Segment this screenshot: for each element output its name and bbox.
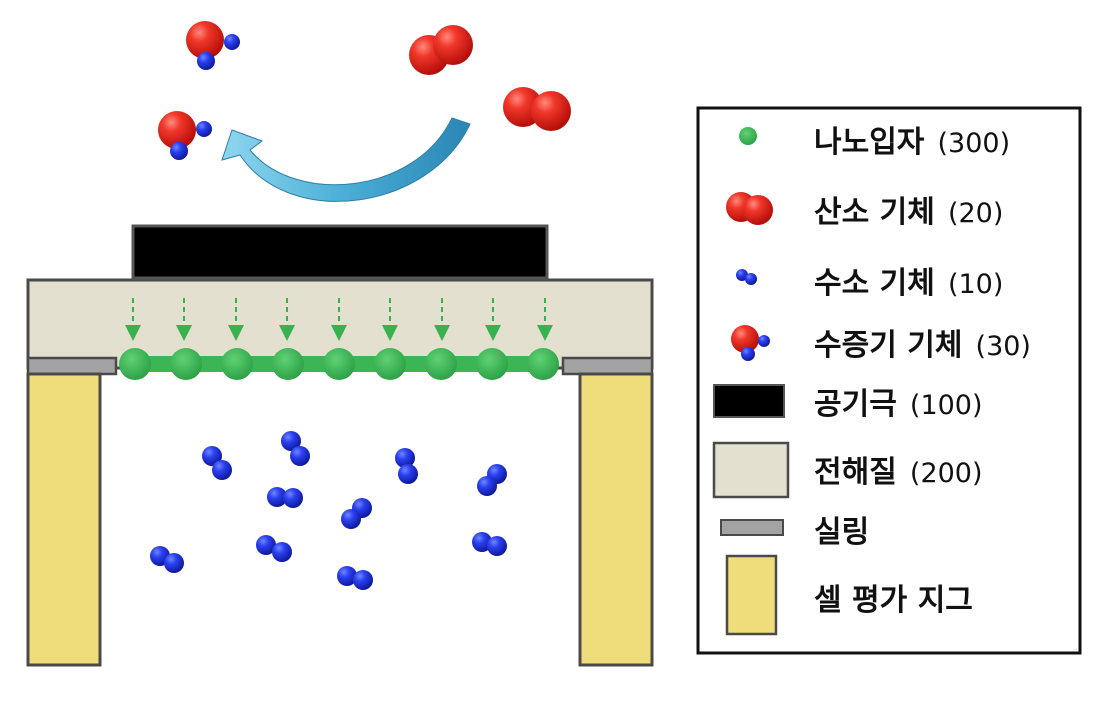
- hydrogen-molecule: [395, 448, 418, 484]
- legend-cell-jig-icon: [725, 554, 778, 636]
- legend-label-water-vapor: 수증기 기체: [814, 328, 962, 363]
- nanoparticle: [425, 348, 457, 380]
- water-vapor-molecule: [158, 111, 212, 160]
- nanoparticle: [272, 348, 304, 380]
- air-electrode: [131, 224, 549, 280]
- reaction-arrow: [221, 117, 471, 202]
- legend-code-oxygen: (20): [948, 198, 1003, 229]
- legend-code-air-electrode: (100): [910, 390, 983, 421]
- nanoparticle: [323, 348, 355, 380]
- svg-text:실링: 실링: [814, 515, 869, 550]
- sealing-right: [561, 356, 654, 376]
- svg-text:산소 기체 (20): 산소 기체 (20): [814, 195, 1003, 230]
- nanoparticle: [527, 348, 559, 380]
- nanoparticle: [119, 348, 151, 380]
- legend-label-cell-jig: 셀 평가 지그: [814, 583, 973, 618]
- hydrogen-molecule: [472, 532, 507, 556]
- legend-code-water-vapor: (30): [976, 331, 1031, 362]
- legend-nanoparticle-icon: [739, 127, 757, 145]
- hydrogen-molecule: [202, 446, 232, 480]
- svg-text:수증기 기체 (30): 수증기 기체 (30): [814, 328, 1031, 363]
- hydrogen-molecule: [256, 535, 292, 562]
- nanoparticle: [221, 348, 253, 380]
- nanoparticle: [476, 348, 508, 380]
- legend-code-nanoparticle: (300): [938, 128, 1011, 159]
- svg-text:전해질 (200): 전해질 (200): [814, 455, 983, 490]
- flow-arrows: [125, 298, 553, 341]
- legend-hydrogen-icon: [736, 269, 757, 285]
- cell-jig-right: [578, 372, 654, 667]
- legend-air-electrode-icon: [713, 384, 785, 418]
- oxygen-molecule: [503, 87, 571, 131]
- hydrogen-molecule: [337, 566, 373, 590]
- cell-jig-left: [26, 372, 102, 667]
- hydrogen-molecule: [341, 498, 372, 529]
- legend: 나노입자 (300) 산소 기체 (20) 수소 기체 (10) 수증기: [696, 106, 1082, 655]
- svg-text:셀 평가 지그: 셀 평가 지그: [814, 583, 973, 618]
- nanoparticle-layer: [119, 348, 559, 380]
- sealing-left: [26, 356, 118, 376]
- legend-code-electrolyte: (200): [910, 458, 983, 489]
- legend-label-nanoparticle: 나노입자: [814, 125, 925, 160]
- legend-sealing-icon: [720, 519, 784, 536]
- legend-electrolyte-icon: [712, 441, 790, 499]
- legend-code-hydrogen: (10): [948, 269, 1003, 300]
- legend-label-sealing: 실링: [814, 515, 869, 550]
- water-vapor-molecule: [186, 21, 240, 70]
- svg-text:나노입자 (300): 나노입자 (300): [814, 125, 1010, 160]
- nanoparticle: [374, 348, 406, 380]
- svg-text:공기극 (100): 공기극 (100): [814, 387, 983, 422]
- nanoparticle: [170, 348, 202, 380]
- legend-oxygen-icon: [726, 192, 773, 225]
- hydrogen-molecule: [477, 464, 507, 496]
- hydrogen-molecule: [150, 546, 184, 573]
- legend-label-air-electrode: 공기극: [814, 387, 897, 422]
- oxygen-molecule: [409, 25, 473, 75]
- svg-text:수소 기체 (10): 수소 기체 (10): [814, 266, 1003, 301]
- hydrogen-molecule: [267, 487, 303, 508]
- hydrogen-molecule: [281, 431, 310, 466]
- legend-label-electrolyte: 전해질: [814, 455, 897, 490]
- legend-label-oxygen: 산소 기체: [814, 195, 935, 230]
- legend-water-vapor-icon: [731, 325, 770, 361]
- legend-label-hydrogen: 수소 기체: [814, 266, 935, 301]
- hydrogen-gas-group: [150, 431, 507, 590]
